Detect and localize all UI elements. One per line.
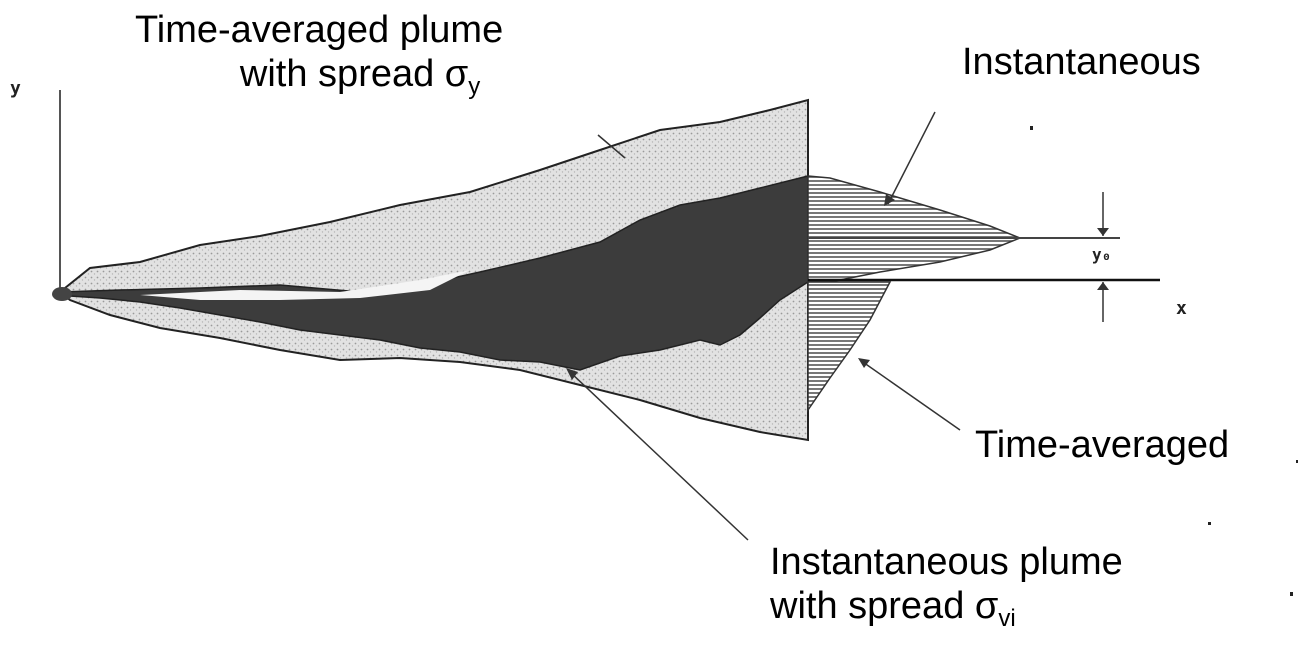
instantaneous-plume-line2: with spread σvi: [770, 584, 1123, 628]
instantaneous-plume-label: Instantaneous plume with spread σvi: [770, 540, 1123, 628]
time-averaged-plume-label: Time-averaged plume with spread σy: [135, 8, 503, 96]
time-averaged-plume-line1: Time-averaged plume: [135, 8, 503, 52]
sigma-vi-subscript: vi: [998, 605, 1015, 632]
source-point: [52, 287, 72, 301]
y-axis-label: y: [10, 78, 21, 99]
y0-label: y₀: [1092, 245, 1111, 264]
time-averaged-profile: [808, 282, 890, 410]
instantaneous-plume-line2-text: with spread σ: [770, 585, 998, 627]
x-axis-label: x: [1176, 298, 1187, 319]
time-averaged-plume-line2-text: with spread σ: [240, 53, 468, 95]
instantaneous-label: Instantaneous: [962, 40, 1201, 84]
leader-instantaneous: [888, 112, 935, 204]
sigma-y-subscript: y: [468, 73, 480, 100]
time-averaged-label: Time-averaged: [975, 423, 1229, 467]
leader-time-averaged: [860, 360, 960, 430]
instantaneous-plume-line1: Instantaneous plume: [770, 540, 1123, 584]
instantaneous-profile: [808, 176, 1020, 290]
time-averaged-plume-line2: with spread σy: [135, 52, 503, 96]
